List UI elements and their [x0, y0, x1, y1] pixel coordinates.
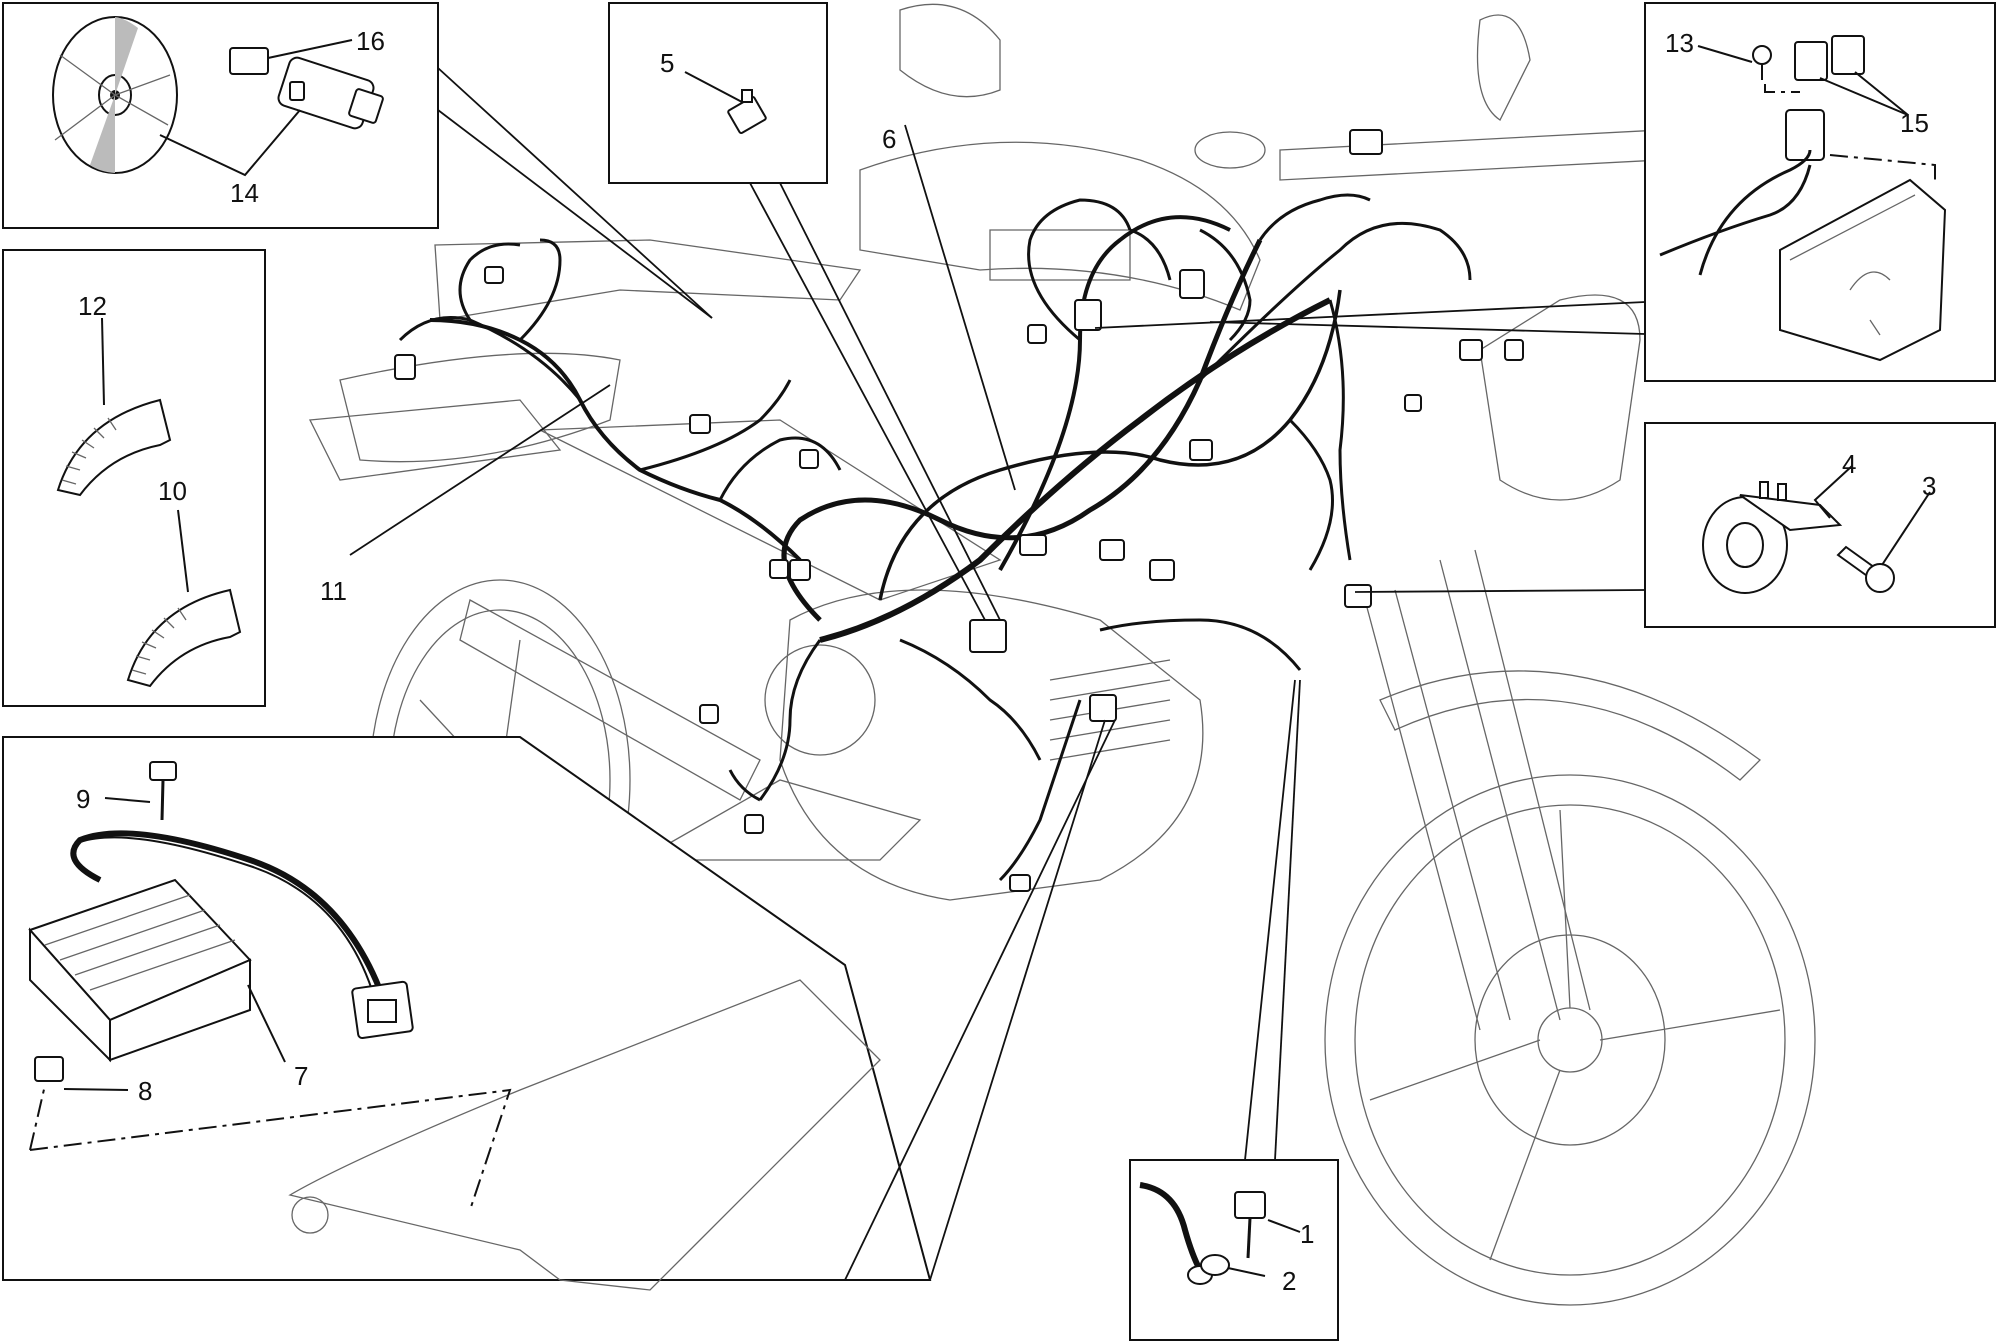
screw-icon — [1836, 545, 1895, 593]
screw-icon — [1752, 45, 1772, 80]
box-fuse — [608, 2, 828, 184]
callout-4: 4 — [1842, 449, 1856, 479]
callout-1: 1 — [1300, 1219, 1314, 1249]
box-horn — [1644, 422, 1996, 628]
horn-icon — [1702, 481, 1843, 594]
wiring-harness — [394, 129, 1524, 892]
fuse-icon — [727, 89, 767, 135]
leader-lines — [349, 67, 1646, 1281]
callout-14: 14 — [230, 178, 259, 208]
harness-connectors — [394, 129, 1524, 892]
callout-15: 15 — [1900, 108, 1929, 138]
callout-6: 6 — [882, 124, 896, 154]
callout-3: 3 — [1922, 471, 1936, 501]
callout-9: 9 — [76, 784, 90, 814]
box-voltage-regulator — [2, 736, 932, 1291]
box-cable-ties — [2, 249, 266, 707]
cd-disc-icon — [52, 16, 178, 174]
callout-5: 5 — [660, 48, 674, 78]
callout-13: 13 — [1665, 28, 1694, 58]
callout-10: 10 — [158, 476, 187, 506]
callout-16: 16 — [356, 26, 385, 56]
screw-icon — [149, 761, 177, 821]
connector-icon — [229, 47, 384, 130]
cable-tie-icon — [34, 1056, 64, 1082]
callout-7: 7 — [294, 1061, 308, 1091]
callout-2: 2 — [1282, 1266, 1296, 1296]
ground-terminal-icon — [1139, 1182, 1266, 1285]
relay-icon — [1785, 35, 1865, 161]
voltage-regulator-icon — [28, 830, 414, 1063]
cable-tie-icon — [126, 588, 242, 688]
box-relays — [1644, 2, 1996, 382]
callout-labels: 1 2 3 4 5 6 7 8 9 10 11 12 13 14 15 16 — [76, 26, 1936, 1296]
box-ground-terminal — [1129, 1159, 1339, 1341]
callout-11: 11 — [320, 576, 347, 606]
box-cd-and-connector — [2, 2, 439, 229]
callout-12: 12 — [78, 291, 107, 321]
cable-tie-icon — [56, 398, 172, 497]
callout-8: 8 — [138, 1076, 152, 1106]
front-wheel-icon — [1324, 549, 1816, 1306]
